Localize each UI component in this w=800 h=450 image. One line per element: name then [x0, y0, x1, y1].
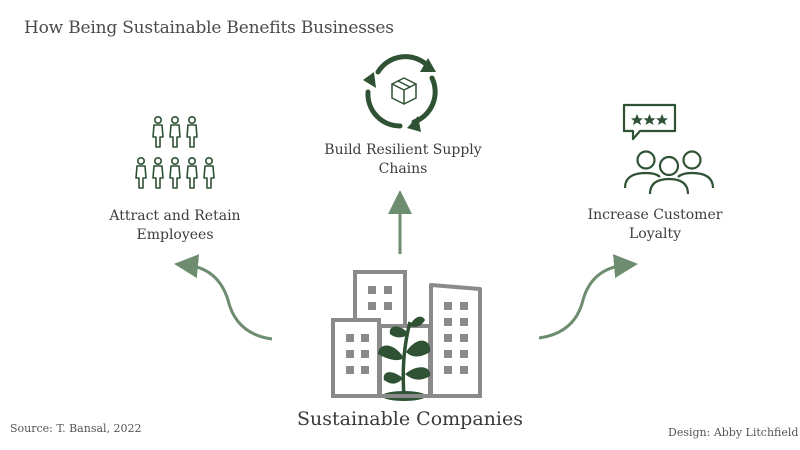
customers-rating-icon: [622, 103, 715, 195]
benefit-label-employees: Attract and Retain Employees: [109, 208, 241, 243]
recycle-box-icon: [363, 54, 438, 132]
center-label: Sustainable Companies: [297, 408, 523, 430]
benefit-label-supply-chains: Build Resilient Supply Chains: [324, 142, 482, 177]
design-credit: Design: Abby Litchfield: [668, 426, 799, 439]
benefit-label-loyalty: Increase Customer Loyalty: [587, 207, 723, 242]
buildings-with-sprout-icon: [331, 270, 482, 401]
people-group-icon: [135, 116, 215, 189]
page-title: How Being Sustainable Benefits Businesse…: [24, 18, 394, 38]
source-note: Source: T. Bansal, 2022: [10, 422, 142, 435]
arrow-to-employees: [174, 254, 273, 341]
arrow-to-loyalty: [538, 254, 638, 340]
